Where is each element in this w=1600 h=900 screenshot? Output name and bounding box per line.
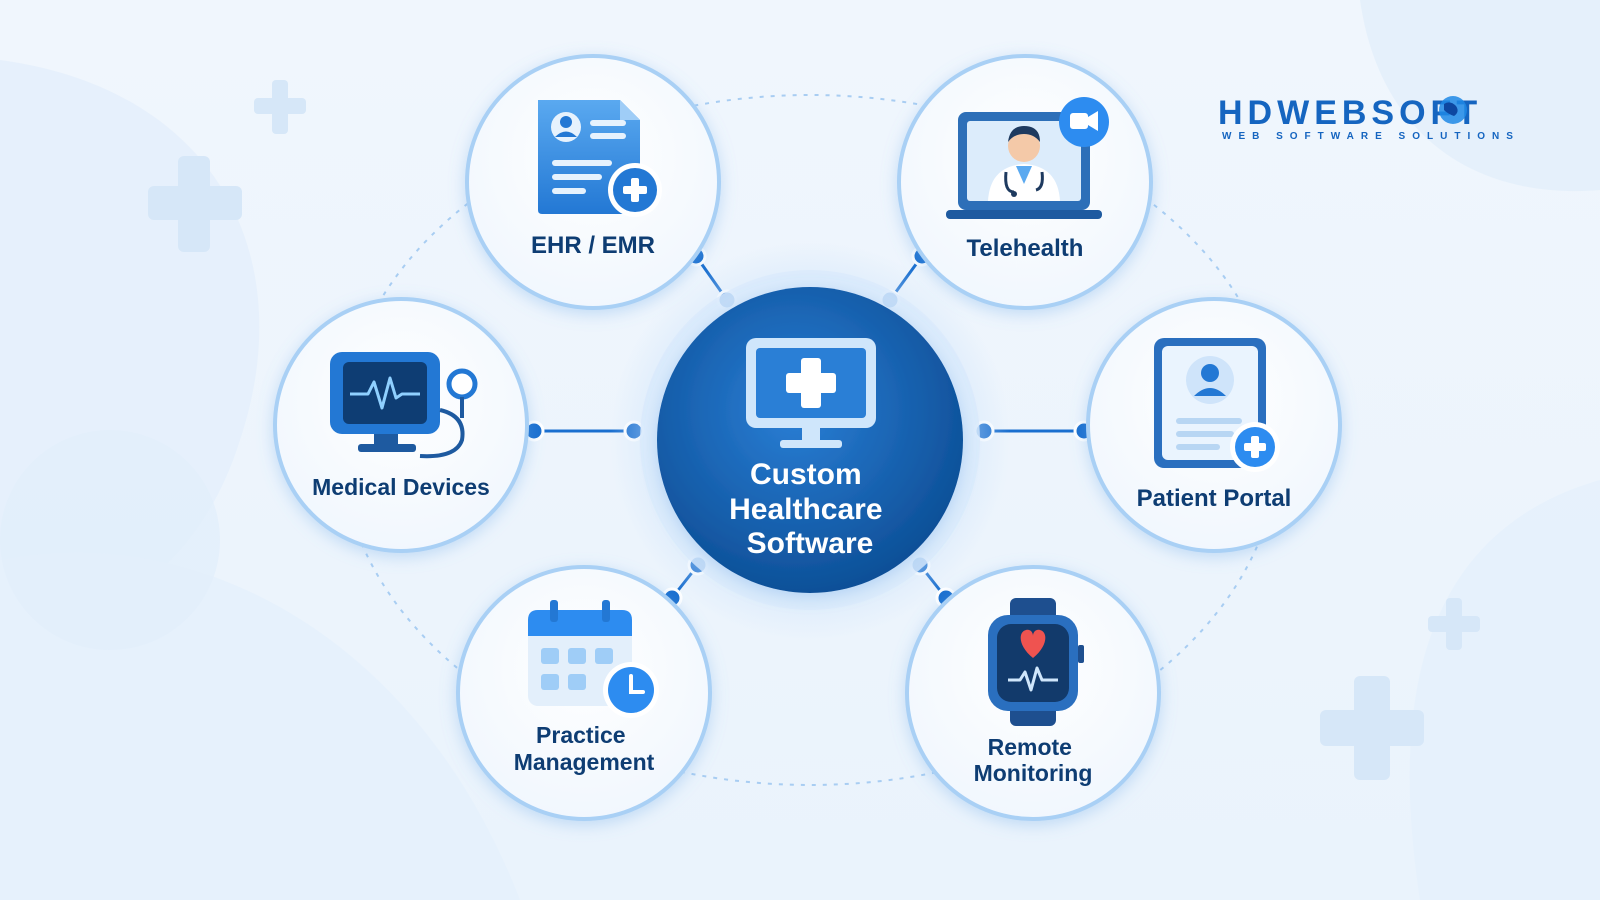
node-label-practice-management-line-1: Practice — [536, 722, 626, 748]
node-medical-devices: Medical Devices — [273, 297, 529, 553]
node-label-telehealth: Telehealth — [967, 235, 1084, 262]
smartwatch-heart-icon — [988, 598, 1084, 726]
central-hub: Custom Healthcare Software — [610, 240, 1010, 640]
svg-text:Patient Portal: Patient Portal — [1137, 485, 1292, 512]
hub-label-line-3: Software — [747, 527, 874, 560]
doctor-video-call-icon — [946, 97, 1109, 219]
calendar-clock-icon — [528, 600, 659, 718]
node-patient-portal: Patient Portal — [1086, 297, 1342, 553]
brand-name: HDWEBSOFT — [1218, 94, 1482, 132]
node-label-patient-portal: Patient Portal — [1137, 485, 1292, 512]
node-practice-management: Practice Management — [456, 565, 712, 821]
patient-profile-icon — [1154, 338, 1280, 472]
svg-text:EHR / EMR: EHR / EMR — [531, 232, 655, 259]
ecg-monitor-device-icon — [330, 352, 478, 459]
decorative-plus-icons — [148, 80, 1480, 780]
node-label-ehr-emr: EHR / EMR — [531, 232, 655, 259]
node-label-remote-monitoring-line-1: Remote — [988, 734, 1072, 760]
monitor-medical-cross-icon — [746, 338, 876, 448]
svg-text:Practice Management: Practice Management — [514, 722, 655, 775]
plus-icon — [254, 80, 306, 134]
medical-record-icon — [538, 100, 662, 217]
svg-text:Custom Healthcare: Custom Healthcare Software — [729, 458, 891, 560]
plus-icon — [1428, 598, 1480, 650]
svg-text:Remote Monitoring: Remote Monitoring — [974, 734, 1093, 786]
plus-icon — [1320, 676, 1424, 780]
node-label-medical-devices: Medical Devices — [312, 474, 490, 500]
node-label-practice-management-line-2: Management — [514, 749, 655, 775]
hub-label-line-1: Custom — [750, 458, 862, 491]
svg-text:Medical Devices: Medical Devices — [312, 474, 490, 500]
svg-text:Telehealth: Telehealth — [967, 235, 1084, 262]
brand-tagline: WEB SOFTWARE SOLUTIONS — [1222, 131, 1520, 142]
hub-label-line-2: Healthcare — [729, 493, 882, 526]
node-ehr-emr: EHR / EMR — [465, 54, 721, 310]
plus-icon — [148, 156, 242, 252]
node-remote-monitoring: Remote Monitoring — [905, 565, 1161, 821]
node-telehealth: Telehealth — [897, 54, 1153, 310]
globe-icon — [1439, 96, 1467, 124]
brand-logo: HDWEBSOFT WEB SOFTWARE SOLUTIONS — [1218, 94, 1520, 142]
node-label-remote-monitoring-line-2: Monitoring — [974, 760, 1093, 786]
